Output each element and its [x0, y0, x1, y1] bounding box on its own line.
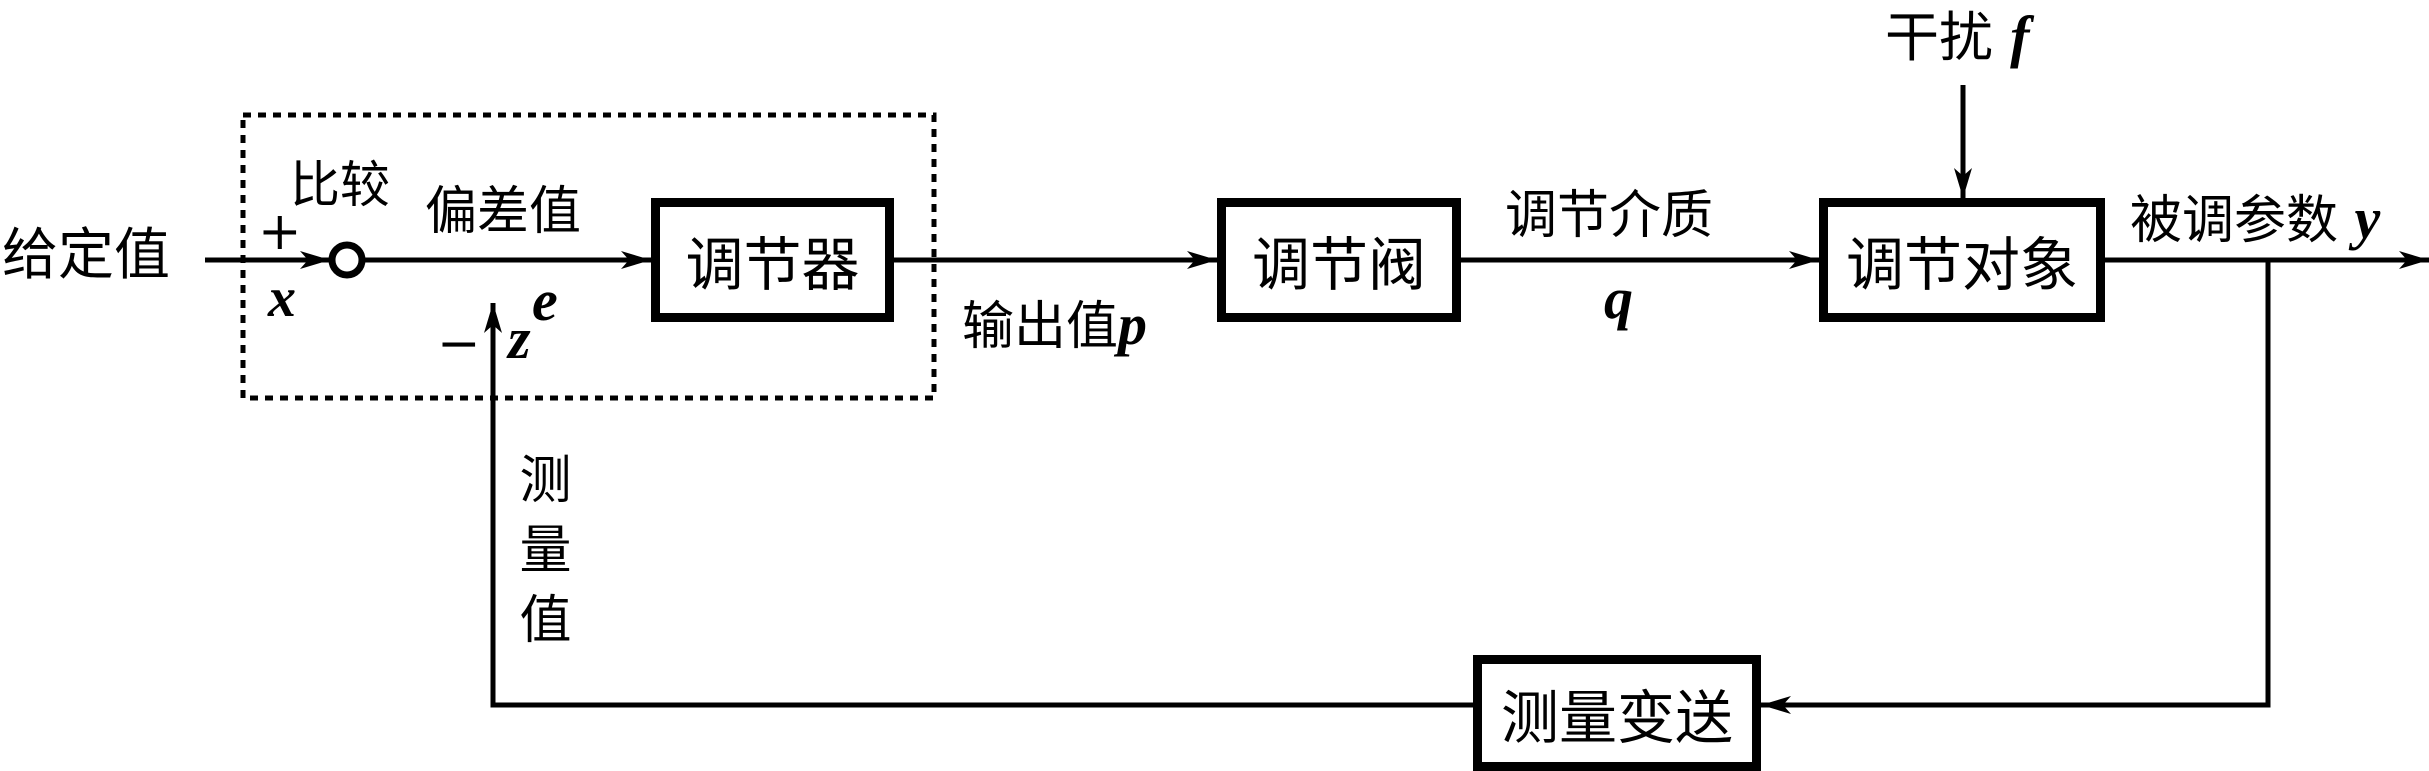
feedback-var: z — [508, 306, 531, 371]
process-label: 调节对象 — [1845, 231, 2078, 299]
minus-sign: − — [437, 314, 481, 374]
disturbance-label: 干扰 f — [1885, 8, 2030, 66]
plus-sign: + — [258, 202, 302, 262]
controlled-variable-label: 被调参数 y — [2130, 190, 2380, 248]
setpoint-var: x — [268, 267, 296, 329]
comparator-circle — [328, 241, 366, 279]
output-label: 输出值p — [962, 296, 1147, 354]
controller-enclosure-dotted — [240, 112, 937, 401]
error-label: 偏差值 — [425, 182, 582, 242]
disturbance-var: f — [2010, 4, 2030, 69]
medium-label: 调节介质 — [1505, 186, 1714, 246]
measured-value-label: 测量值 — [510, 452, 570, 662]
feedback-path-left — [484, 303, 1473, 708]
transmitter-block: 测量变送 — [1473, 655, 1761, 771]
controlled-var: y — [2354, 186, 2381, 251]
valve-block: 调节阀 — [1217, 198, 1461, 322]
medium-var: q — [1604, 266, 1633, 331]
comparator-label: 比较 — [290, 156, 390, 214]
feedback-path-right — [1761, 260, 2271, 714]
process-block: 调节对象 — [1819, 198, 2105, 322]
disturbance-label-text: 干扰 — [1885, 6, 1993, 69]
error-var: e — [532, 268, 558, 333]
transmitter-label: 测量变送 — [1500, 684, 1733, 752]
controller-block: 调节器 — [651, 198, 894, 322]
controller-label: 调节器 — [685, 231, 860, 299]
valve-label: 调节阀 — [1251, 231, 1426, 299]
setpoint-label: 给定值 — [2, 223, 170, 288]
output-var: p — [1118, 292, 1148, 357]
output-label-text: 输出值 — [962, 297, 1119, 357]
controlled-variable-text: 被调参数 — [2130, 191, 2339, 251]
